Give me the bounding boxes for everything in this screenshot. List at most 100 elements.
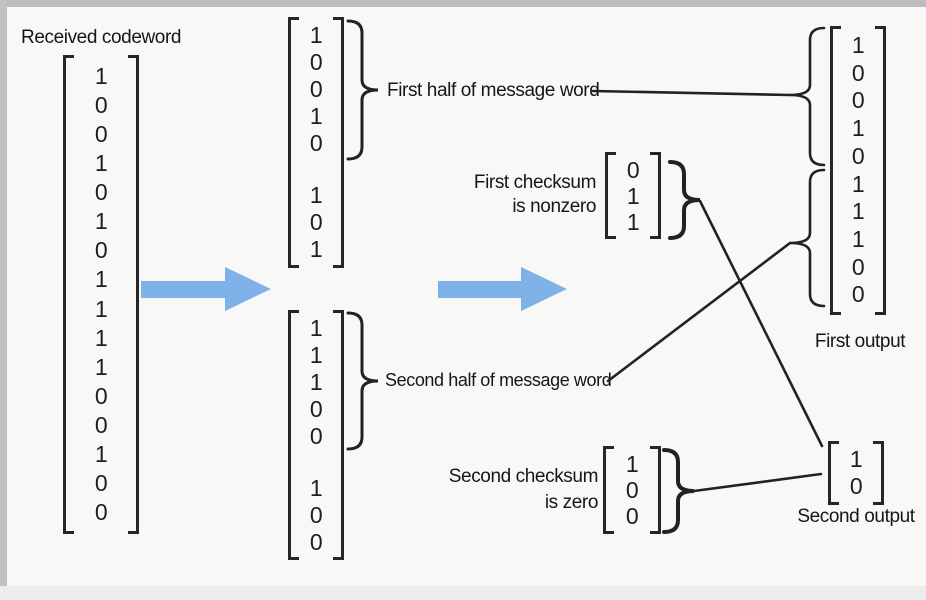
line-second-half-to-output: [606, 241, 792, 383]
bit: 1: [94, 62, 108, 89]
bit: 0: [625, 477, 639, 503]
bit: 0: [309, 130, 323, 156]
bit: 1: [626, 182, 640, 209]
bit: 0: [851, 281, 865, 308]
second-half-brace-icon: [346, 311, 379, 451]
bit: 0: [625, 503, 639, 529]
bit: 1: [94, 208, 108, 235]
first-checksum-label-line1: First checksum: [473, 172, 597, 193]
first-checksum-label: First checksum is nonzero: [420, 171, 597, 219]
bit: 1: [309, 236, 323, 262]
bracket-left-icon: [603, 446, 614, 534]
bit: 1: [309, 314, 323, 341]
bit: 0: [849, 473, 863, 499]
bit: 1: [309, 182, 323, 208]
bit: 0: [626, 156, 640, 183]
bracket-left-icon: [830, 26, 841, 315]
bit: 1: [94, 324, 108, 351]
bit: 0: [94, 499, 108, 526]
bit: 1: [309, 22, 323, 48]
second-checksum-label-line1: Second checksum: [448, 466, 599, 487]
first-checksum-label-line2: is nonzero: [512, 196, 596, 217]
bit: 1: [626, 208, 640, 235]
bit: 1: [851, 170, 865, 197]
bit: 0: [94, 470, 108, 497]
first-output-label: First output: [814, 331, 906, 352]
page-edge-bottom: [0, 586, 926, 600]
first-output-top-brace-icon: [789, 26, 826, 167]
page-edge-top: [0, 0, 926, 7]
bit: 0: [94, 411, 108, 438]
page-edge-left: [0, 0, 7, 588]
bit: 1: [851, 225, 865, 252]
bit: 1: [94, 295, 108, 322]
line-second-checksum-to-second-output: [692, 472, 823, 493]
bit: 1: [94, 266, 108, 293]
second-checksum-label-line2: is zero: [544, 492, 599, 513]
bit: 1: [94, 353, 108, 380]
bit: 0: [309, 49, 323, 75]
bit: 1: [309, 474, 323, 501]
bit: 0: [94, 179, 108, 206]
bracket-right-icon: [873, 441, 884, 505]
bracket-left-icon: [605, 152, 616, 239]
bit: 1: [849, 446, 863, 472]
second-checksum-label: Second checksum is zero: [420, 464, 599, 516]
flow-arrow-2-icon: [438, 267, 567, 311]
bit: 0: [851, 59, 865, 86]
bit: 0: [94, 91, 108, 118]
bit: 0: [94, 237, 108, 264]
bit: 0: [309, 76, 323, 102]
bit: 1: [625, 451, 639, 477]
line-first-checksum-to-second-output: [698, 199, 824, 448]
bracket-left-icon: [288, 310, 299, 560]
bit: 1: [309, 341, 323, 368]
bit: 0: [94, 120, 108, 147]
bit: 1: [94, 440, 108, 467]
bit: 0: [309, 422, 323, 449]
bit: 0: [309, 528, 323, 555]
first-half-label: First half of message word: [387, 80, 600, 101]
first-output-bottom-brace-icon: [789, 168, 826, 308]
second-half-label: Second half of message word: [385, 370, 612, 390]
first-half-brace-icon: [346, 19, 379, 161]
line-first-half-to-output: [591, 89, 792, 97]
bracket-right-icon: [650, 152, 661, 239]
bit: 1: [851, 31, 865, 58]
bracket-right-icon: [650, 446, 661, 534]
flow-arrow-1-icon: [141, 267, 271, 311]
bracket-left-icon: [63, 55, 74, 534]
bit: 0: [851, 253, 865, 280]
bit: 0: [851, 142, 865, 169]
bit: 0: [309, 395, 323, 422]
bit: 1: [851, 198, 865, 225]
second-output-label: Second output: [797, 506, 915, 527]
bit: 1: [309, 103, 323, 129]
bit: 0: [309, 501, 323, 528]
bracket-right-icon: [333, 17, 344, 268]
bracket-right-icon: [875, 26, 886, 315]
bit: 0: [94, 382, 108, 409]
bit: 0: [309, 209, 323, 235]
bit: 1: [94, 150, 108, 177]
second-checksum-brace-icon: [662, 448, 695, 534]
bracket-right-icon: [128, 55, 139, 534]
bracket-left-icon: [288, 17, 299, 268]
first-checksum-brace-icon: [668, 160, 701, 240]
bit: 0: [851, 87, 865, 114]
